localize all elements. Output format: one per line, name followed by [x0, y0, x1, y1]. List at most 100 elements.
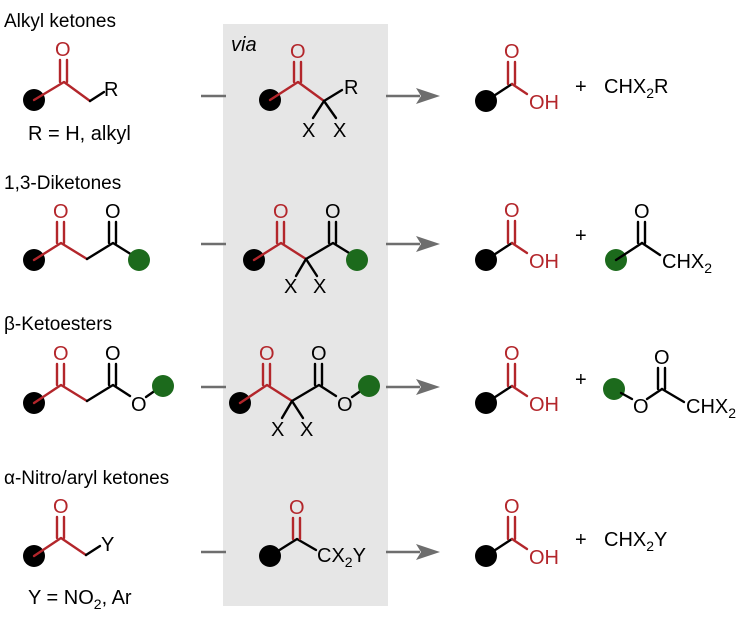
c-c-bond — [484, 241, 514, 262]
heading-nitro-aryl-ketones: α-Nitro/aryl ketones — [4, 468, 169, 489]
r-label: R — [104, 79, 118, 101]
ball-o-bond — [619, 391, 634, 401]
hydroxyl-label: OH — [529, 547, 559, 569]
ketone-bonds — [268, 537, 318, 558]
oxygen-label: O — [504, 41, 520, 63]
substituent-note: R = H, alkyl — [28, 123, 131, 145]
substrate-alkyl-ketone: O R — [23, 39, 118, 111]
byproduct-formula: CHX2R — [604, 76, 668, 101]
ketone-bonds — [32, 241, 89, 262]
c-c-bond — [484, 537, 514, 558]
plus-sign: + — [575, 369, 587, 391]
ester-oxygen-label: O — [337, 394, 353, 416]
reaction-arrow — [386, 544, 440, 560]
o-c-bond — [645, 387, 664, 401]
hydroxyl-label: OH — [529, 251, 559, 273]
oxygen-label: O — [290, 41, 306, 63]
oxygen-label: O — [53, 496, 69, 518]
byproduct-formula: CHX2Y — [604, 529, 667, 554]
ester-oxygen-label: O — [633, 396, 649, 418]
oxygen-label: O — [105, 201, 121, 223]
byproduct-formula: CHX2 — [686, 396, 736, 421]
alkyl-bond — [88, 90, 106, 103]
oxygen-label: O — [259, 343, 275, 365]
byproduct-methyl-ketone: O CHX2 — [605, 201, 712, 276]
oxygen-label: O — [273, 201, 289, 223]
ketone-bonds — [238, 383, 294, 405]
c-x-bond — [280, 399, 294, 420]
green-ball — [152, 375, 174, 397]
backbone-bonds — [85, 383, 132, 403]
c-c-bond — [484, 82, 514, 103]
product-acid: O OH — [475, 496, 559, 569]
c-c-bond — [640, 241, 662, 257]
ketone-bonds — [268, 80, 326, 103]
alkyl-bond — [84, 544, 102, 557]
oxygen-label: O — [53, 201, 69, 223]
substrate-nitro-aryl-ketone: O Y — [23, 496, 114, 567]
green-ball — [358, 375, 380, 397]
oxygen-label: O — [311, 343, 327, 365]
intermediate-ketoester: O O O X X — [229, 343, 380, 441]
c-x-bond — [311, 99, 326, 120]
intermediate-formula: CX2Y — [317, 545, 366, 570]
c-oh-bond — [510, 384, 529, 398]
product-acid: O OH — [475, 200, 559, 273]
oxygen-label: O — [504, 200, 520, 222]
via-panel — [223, 24, 388, 606]
product-acid: O OH — [475, 41, 559, 114]
oxygen-label: O — [325, 201, 341, 223]
product-acid: O OH — [475, 343, 559, 416]
byproduct-ester: O O CHX2 — [603, 347, 736, 421]
oxygen-label: O — [55, 39, 71, 61]
c-r-bond — [322, 88, 344, 103]
oxygen-label: O — [634, 201, 650, 223]
x-label: X — [300, 419, 313, 441]
green-ball — [346, 249, 368, 271]
x-label: X — [284, 276, 297, 298]
x-label: X — [271, 419, 284, 441]
oxygen-label: O — [105, 343, 121, 365]
oxygen-label: O — [504, 343, 520, 365]
substrate-ketoester: O O O — [23, 343, 174, 416]
c-c-bond — [660, 387, 686, 404]
heading-ketoesters: β-Ketoesters — [4, 314, 112, 335]
oxygen-label: O — [504, 496, 520, 518]
c-oh-bond — [510, 241, 529, 255]
heading-diketones: 1,3-Diketones — [4, 173, 121, 194]
oxygen-label: O — [53, 343, 69, 365]
backbone-bonds — [304, 241, 356, 261]
reaction-arrow — [386, 236, 440, 252]
c-oh-bond — [510, 537, 529, 551]
x-label: X — [302, 120, 315, 142]
oxygen-label: O — [289, 497, 305, 519]
heading-alkyl-ketones: Alkyl ketones — [4, 11, 116, 32]
reaction-arrow — [386, 379, 440, 395]
green-ball — [128, 249, 150, 271]
plus-sign: + — [575, 529, 587, 551]
r-label: R — [344, 77, 358, 99]
hydroxyl-label: OH — [529, 394, 559, 416]
c-x-bond — [304, 257, 319, 278]
c-c-bond — [614, 241, 644, 262]
y-label: Y — [101, 534, 114, 556]
ketone-bonds — [32, 536, 88, 558]
hydroxyl-label: OH — [529, 92, 559, 114]
plus-sign: + — [575, 76, 587, 98]
ketone-bonds — [32, 80, 92, 103]
substrate-diketone: O O — [23, 201, 150, 271]
green-ball — [603, 378, 625, 400]
substituent-note: Y = NO2, Ar — [28, 587, 132, 612]
byproduct-formula: CHX2 — [662, 251, 712, 276]
intermediate-alkyl: O R X X — [259, 41, 358, 142]
c-oh-bond — [510, 82, 529, 96]
x-label: X — [313, 276, 326, 298]
c-x-bond — [294, 257, 308, 278]
plus-sign: + — [575, 225, 587, 247]
x-label: X — [333, 120, 346, 142]
c-x-bond — [322, 99, 338, 120]
c-x-bond — [290, 399, 305, 420]
ketone-bonds — [252, 241, 308, 262]
ester-oxygen-label: O — [131, 394, 147, 416]
